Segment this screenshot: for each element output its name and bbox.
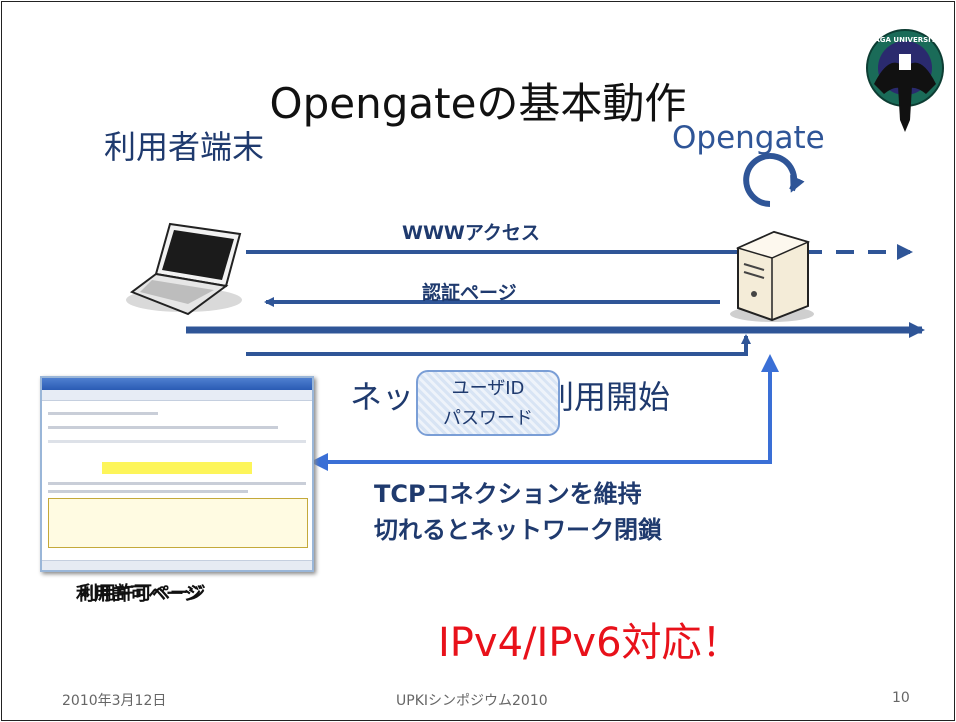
browser-notice-box <box>48 498 308 548</box>
logo-text: SAGA UNIVERSITY <box>869 36 941 44</box>
auth-page-label: 認証ページ <box>422 282 517 304</box>
tcp-line-1: TCPコネクションを維持 <box>374 480 642 508</box>
laptop-icon <box>126 222 242 316</box>
browser-addressbar <box>42 390 312 401</box>
footer-date: 2010年3月12日 <box>62 693 167 709</box>
ipv-support: IPv4/IPv6対応！ <box>438 620 742 666</box>
tcp-line-2: 切れるとネットワーク閉鎖 <box>374 516 662 544</box>
tcp-message: TCPコネクションを維持 切れるとネットワーク閉鎖 <box>374 476 662 548</box>
credentials-bubble: ユーザID パスワード <box>416 370 560 436</box>
saga-university-logo: SAGA UNIVERSITY <box>866 29 944 132</box>
browser-highlight <box>102 462 252 474</box>
page-caption-2: 利用許可ページ <box>80 583 206 604</box>
refresh-arrow <box>743 153 805 207</box>
browser-titlebar <box>42 378 312 390</box>
footer-event: UPKIシンポジウム2010 <box>396 693 548 709</box>
footer-page-number: 10 <box>892 690 910 706</box>
server-icon <box>730 230 814 322</box>
credential-post-arrow <box>246 334 751 356</box>
password-label: パスワード <box>443 408 533 429</box>
client-label: 利用者端末 <box>104 128 265 166</box>
slide-title: Opengateの基本動作 <box>269 79 687 128</box>
browser-statusbar <box>42 560 312 570</box>
www-access-label: WWWアクセス <box>402 222 540 244</box>
page-caption-1: 利用許可ページ <box>76 584 202 605</box>
browser-screenshot <box>40 376 314 572</box>
server-label: Opengate <box>672 120 825 156</box>
userid-label: ユーザID <box>451 378 525 399</box>
